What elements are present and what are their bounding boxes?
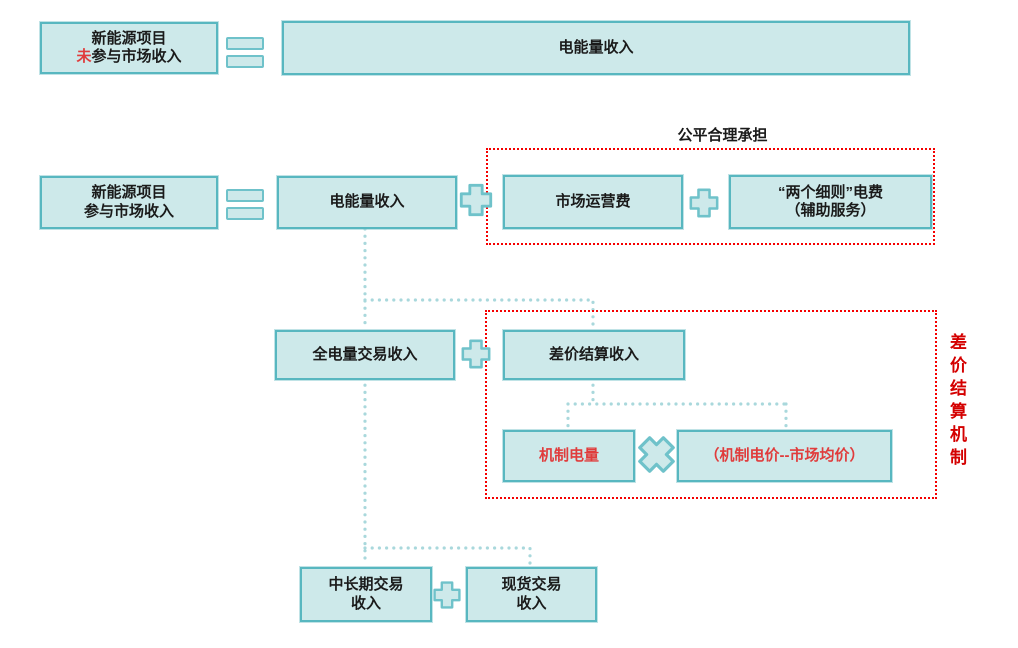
box-line: 参与市场收入 [83, 202, 174, 220]
fair-share-label: 公平合理承担 [677, 127, 768, 144]
box-price-diff-settlement-revenue: 差价结算收入 [503, 330, 685, 380]
box-new-energy-non-market: 新能源项目 未参与市场收入 [40, 22, 218, 74]
box-new-energy-market: 新能源项目 参与市场收入 [40, 176, 218, 229]
box-line-rest: 参与市场收入 [91, 48, 182, 65]
equals-bar [226, 189, 264, 202]
multiply-icon [638, 436, 675, 473]
equals-icon [226, 189, 264, 220]
highlight-not-char: 未 [76, 48, 92, 65]
box-mid-long-term-trading-revenue: 中长期交易 收入 [300, 567, 432, 622]
box-line: 收入 [350, 594, 381, 612]
price-diff-mechanism-group-outline [485, 310, 937, 499]
equals-bar [226, 55, 264, 68]
box-mechanism-volume: 机制电量 [503, 430, 635, 482]
box-line: 未参与市场收入 [76, 48, 181, 66]
box-line: 新能源项目 [91, 184, 167, 202]
price-diff-mechanism-label: 差价结算机制 [947, 333, 966, 471]
plus-icon [433, 581, 461, 609]
plus-icon [689, 188, 719, 218]
box-energy-revenue: 电能量收入 [277, 176, 457, 229]
plus-icon [461, 339, 491, 369]
box-full-volume-trading-revenue: 全电量交易收入 [275, 330, 455, 380]
box-price-formula: （机制电价--市场均价） [677, 430, 892, 482]
box-line: 收入 [516, 594, 547, 612]
plus-icon [459, 183, 493, 217]
box-line: 新能源项目 [91, 29, 167, 47]
box-spot-trading-revenue: 现货交易 收入 [466, 567, 597, 622]
equals-icon [226, 37, 264, 68]
box-line: 中长期交易 [328, 576, 404, 594]
box-line: （辅助服务） [785, 202, 876, 219]
box-market-operation-fee: 市场运营费 [503, 175, 683, 229]
box-line: 现货交易 [501, 576, 562, 594]
box-line: “两个细则”电费 [777, 183, 883, 201]
box-energy-revenue-wide: 电能量收入 [282, 21, 910, 75]
box-two-rules-fee: “两个细则”电费 （辅助服务） [729, 175, 932, 229]
equals-bar [226, 37, 264, 50]
equals-bar [226, 207, 264, 220]
